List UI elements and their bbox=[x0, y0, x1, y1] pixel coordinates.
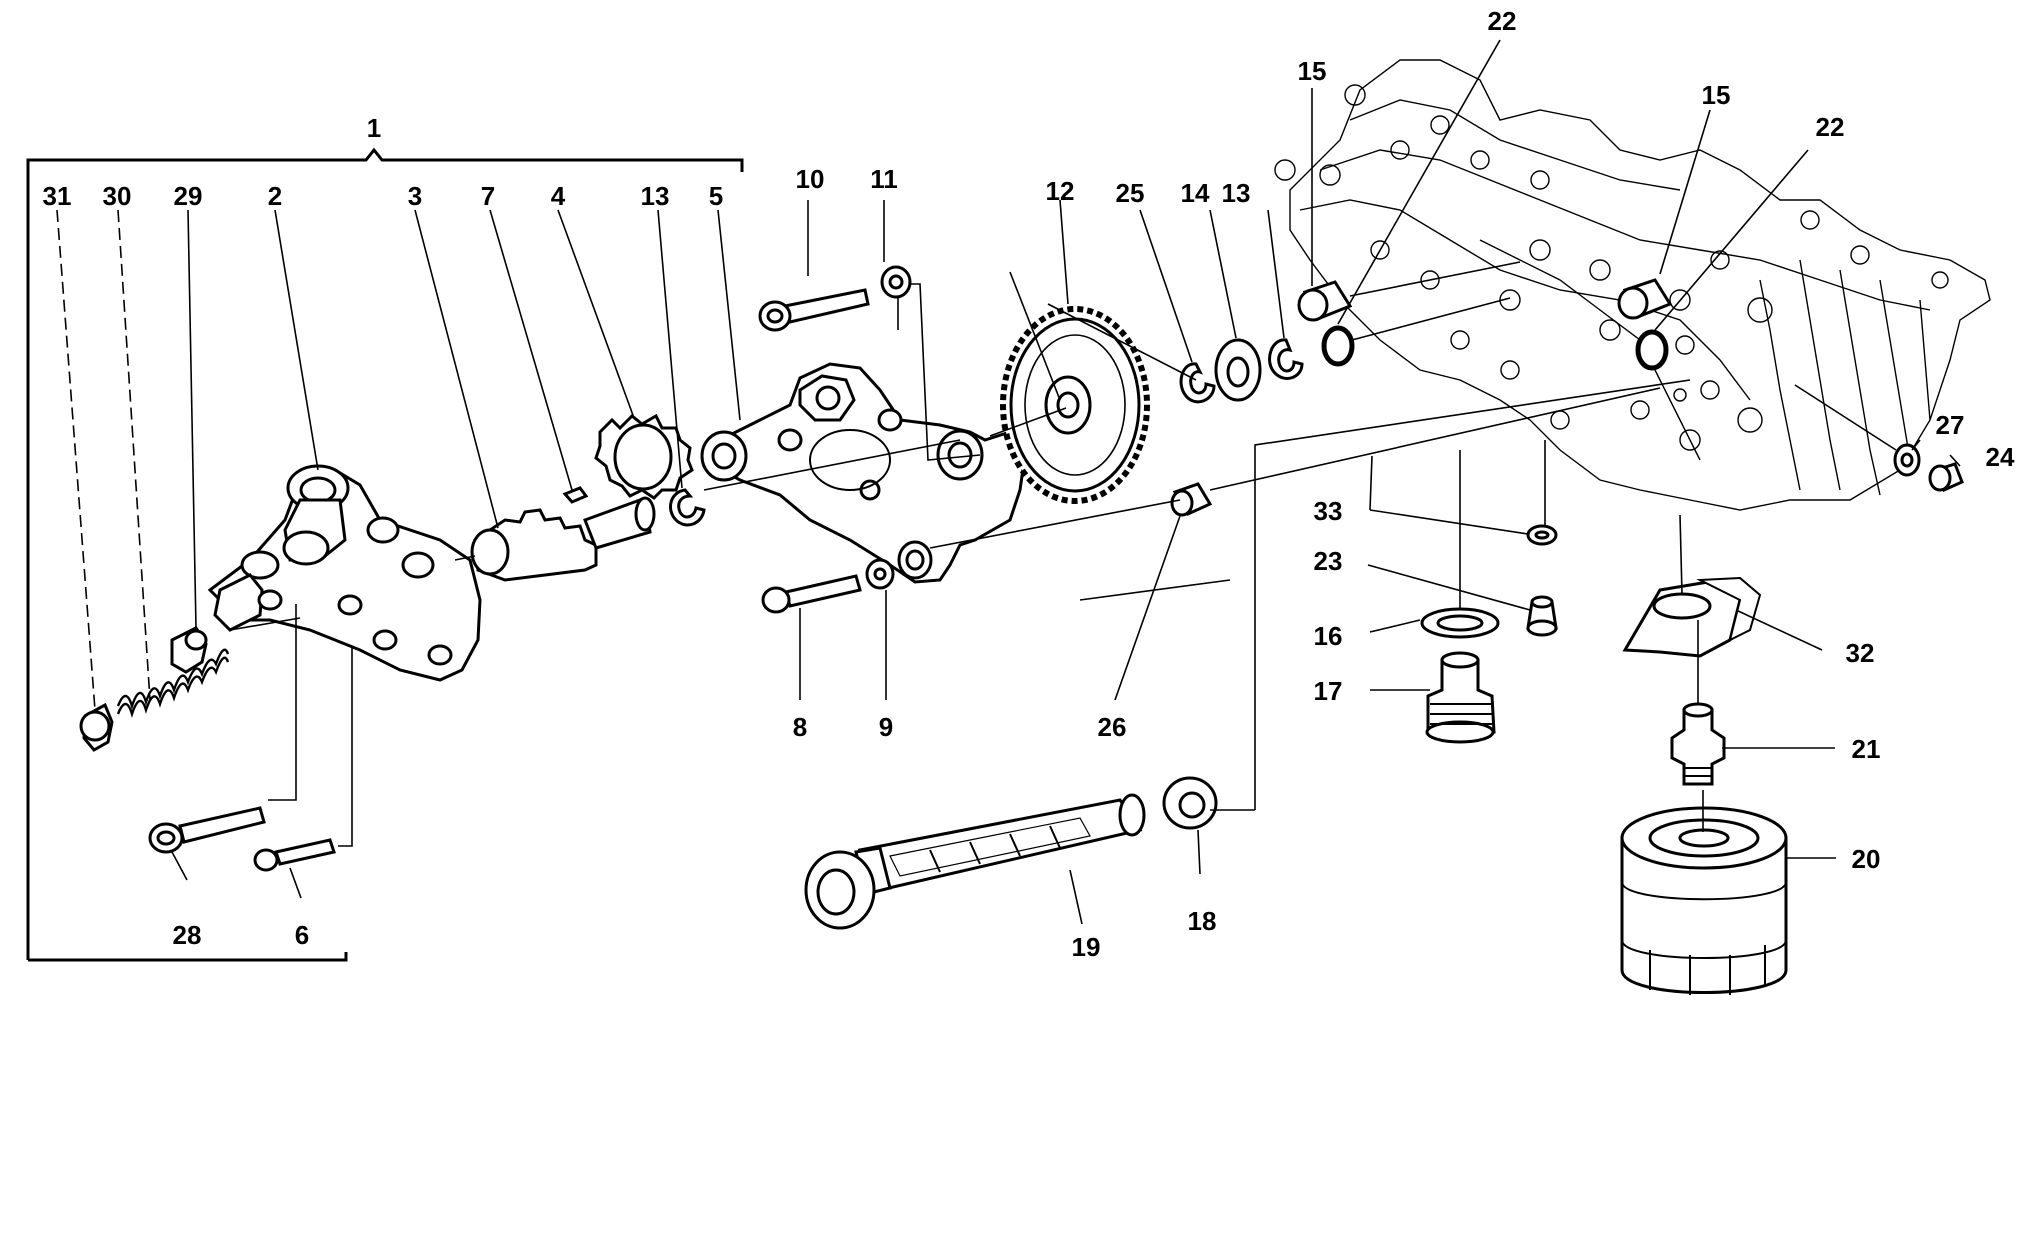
label-13-left: 13 bbox=[641, 181, 670, 211]
label-18: 18 bbox=[1188, 906, 1217, 936]
oil-strainer-19 bbox=[804, 793, 1146, 930]
oil-filter-20 bbox=[1620, 806, 1788, 995]
leader-lines bbox=[56, 39, 1961, 925]
bushing-15-right bbox=[1617, 278, 1673, 320]
plate-32 bbox=[1622, 576, 1762, 658]
label-11: 11 bbox=[870, 164, 898, 194]
label-15-left: 15 bbox=[1298, 56, 1327, 86]
engine-crankcase bbox=[1274, 59, 1991, 511]
washer-9 bbox=[865, 558, 895, 590]
bolt-6 bbox=[253, 838, 336, 872]
label-22-left: 22 bbox=[1488, 6, 1517, 36]
circlip-13-right bbox=[1268, 338, 1304, 380]
washer-18 bbox=[1162, 776, 1218, 830]
label-22-right: 22 bbox=[1816, 112, 1845, 142]
washer-11 bbox=[880, 265, 912, 299]
o-ring-22-right bbox=[1635, 329, 1669, 371]
bushing-15-left bbox=[1297, 280, 1353, 322]
label-5: 5 bbox=[709, 181, 723, 211]
label-21: 21 bbox=[1852, 734, 1881, 764]
label-16: 16 bbox=[1314, 621, 1343, 651]
washer-33 bbox=[1526, 524, 1558, 546]
plug-24 bbox=[1928, 462, 1964, 493]
screw-23 bbox=[1526, 595, 1558, 637]
label-25: 25 bbox=[1116, 178, 1145, 208]
pump-shaft-gear bbox=[470, 486, 656, 582]
callout-labels: 1 31 30 29 2 3 7 4 13 5 10 11 12 25 14 1… bbox=[43, 6, 2015, 962]
label-15-right: 15 bbox=[1702, 80, 1731, 110]
relief-spring bbox=[116, 648, 230, 718]
label-29: 29 bbox=[174, 181, 203, 211]
pump-cover bbox=[700, 362, 1027, 584]
label-13-right: 13 bbox=[1222, 178, 1251, 208]
label-33: 33 bbox=[1314, 496, 1343, 526]
label-6: 6 bbox=[295, 920, 309, 950]
label-30: 30 bbox=[103, 181, 132, 211]
label-23: 23 bbox=[1314, 546, 1343, 576]
oil-pump-drive-gear bbox=[1000, 306, 1150, 504]
label-14: 14 bbox=[1181, 178, 1210, 208]
label-27: 27 bbox=[1936, 410, 1965, 440]
assembly-bracket bbox=[26, 147, 744, 962]
washer-16 bbox=[1420, 607, 1500, 639]
label-31: 31 bbox=[43, 181, 72, 211]
label-17: 17 bbox=[1314, 676, 1343, 706]
sleeve-26 bbox=[1170, 482, 1213, 517]
bolt-28 bbox=[148, 806, 266, 854]
oil-pump-body bbox=[207, 464, 482, 682]
washer-27 bbox=[1893, 443, 1921, 477]
fitting-21 bbox=[1670, 702, 1726, 786]
label-7: 7 bbox=[481, 181, 495, 211]
o-ring-22-left bbox=[1321, 325, 1355, 367]
label-2: 2 bbox=[268, 181, 282, 211]
label-20: 20 bbox=[1852, 844, 1881, 874]
label-19: 19 bbox=[1072, 932, 1101, 962]
label-4: 4 bbox=[551, 181, 566, 211]
label-28: 28 bbox=[173, 920, 202, 950]
circlip-25 bbox=[1179, 362, 1216, 404]
label-9: 9 bbox=[879, 712, 893, 742]
label-3: 3 bbox=[408, 181, 422, 211]
label-32: 32 bbox=[1846, 638, 1875, 668]
label-8: 8 bbox=[793, 712, 807, 742]
pressure-relief-valve bbox=[79, 626, 230, 752]
pump-gear bbox=[594, 413, 694, 500]
label-10: 10 bbox=[796, 164, 825, 194]
bolt-10 bbox=[758, 288, 870, 332]
label-12: 12 bbox=[1046, 176, 1075, 206]
drain-plug-17 bbox=[1425, 651, 1496, 744]
label-group-1: 1 bbox=[367, 113, 381, 143]
washer-14 bbox=[1214, 338, 1262, 402]
label-26: 26 bbox=[1098, 712, 1127, 742]
bolt-8 bbox=[761, 574, 862, 614]
label-24: 24 bbox=[1986, 442, 2015, 472]
circlip-13-left bbox=[669, 488, 706, 527]
